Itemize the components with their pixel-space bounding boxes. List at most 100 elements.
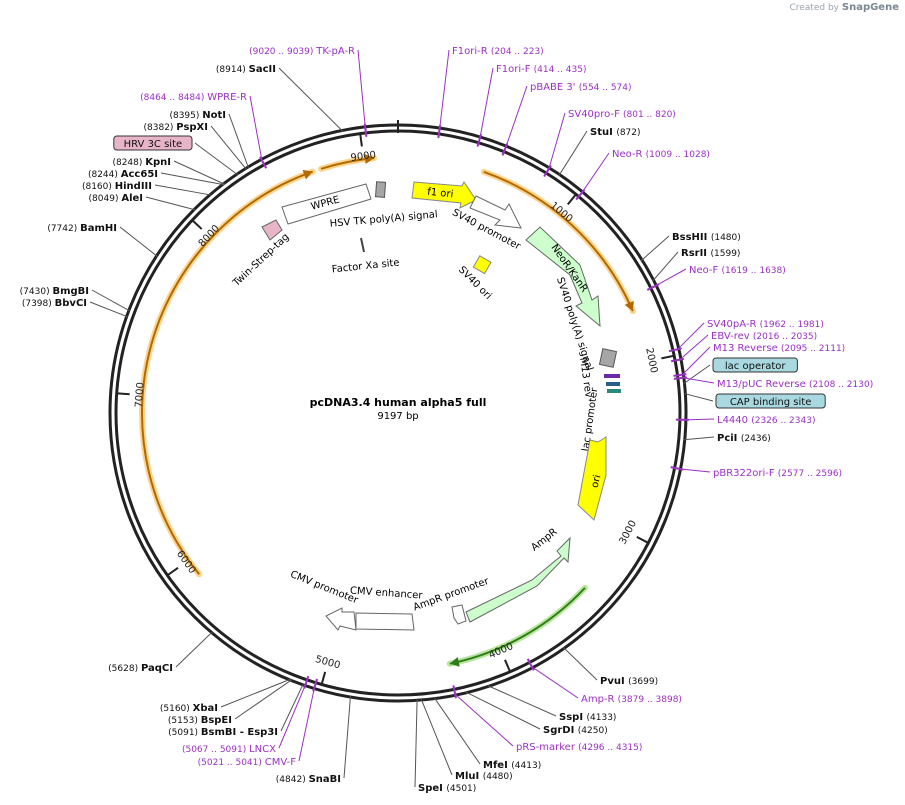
arc-ampr-outer [449, 587, 586, 665]
ruler-tick-4000 [504, 659, 511, 672]
leader-bsshii [640, 235, 670, 261]
label-name-m13-reverse: M13 Reverse [713, 343, 781, 354]
box-cap-binding-site [715, 393, 826, 409]
label-cmv-f: (5021 .. 5041) CMV-F [198, 757, 297, 768]
label-sacii: (8914) SacII [216, 64, 276, 75]
label-name-pvui: PvuI [600, 676, 628, 687]
leader-pvui [563, 647, 598, 681]
label-name-sspi: SspI [559, 712, 587, 723]
label-name-lncx: LNCX [249, 744, 276, 755]
leader-pbabe-3 [505, 85, 528, 148]
leader-ebv-rev [679, 334, 709, 360]
label-range-f1ori-f: (414 .. 435) [534, 65, 587, 75]
leader-lac-operator [683, 364, 711, 385]
label-rsrii: RsrII (1599) [681, 248, 740, 259]
f1-ori-feature[interactable] [411, 181, 477, 209]
primer-tick-lncx [303, 675, 310, 689]
ruler-label-4000: 4000 [487, 641, 515, 661]
label-prs-marker: pRS-marker (4296 .. 4315) [516, 742, 642, 753]
label-range-xbai: (5160) [160, 704, 193, 714]
cmv-enhancer-feature[interactable] [355, 612, 415, 631]
label-range-pcii: (2436) [741, 434, 771, 444]
primer-tick-m13-puc-reverse [673, 376, 687, 380]
label-range-bsmbi-esp3i: (5091) [168, 728, 201, 738]
primer-tick-wpre-r [259, 156, 268, 169]
label-neo-r: Neo-R (1009 .. 1028) [612, 149, 710, 160]
box-hrv-3c-site [113, 135, 193, 151]
ruler-label-6000: 6000 [174, 549, 198, 576]
ampr-feature[interactable] [465, 536, 571, 623]
label-range-bspei: (5153) [168, 716, 201, 726]
label-range-hindiii: (8160) [82, 182, 115, 192]
label-range-mlui: (4480) [483, 772, 513, 782]
label-range-ebv-rev: (2016 .. 2035) [753, 332, 817, 342]
label-name-l4440: L4440 [717, 415, 751, 426]
label-range-wpre-r: (8464 .. 8484) [140, 93, 207, 103]
snapgene-watermark: Created by SnapGene [789, 2, 899, 13]
label-sv40pa-r: SV40pA-R (1962 .. 1981) [707, 319, 824, 330]
label-name-snabi: SnaBI [309, 774, 341, 785]
primer-tick-f1ori-f [476, 133, 483, 147]
arc-ampr-outer-halo [446, 584, 588, 667]
primer-tick-pbabe-3 [501, 142, 509, 156]
label-paqci: (5628) PaqCI [108, 663, 173, 674]
label-range-f1ori-r: (204 .. 223) [491, 47, 544, 57]
leader-rsrii [652, 251, 679, 282]
leader-alei [145, 196, 196, 211]
leader-sv40pa-r [677, 322, 705, 350]
primer-tick-f1ori-r [437, 124, 442, 139]
hsv-tk-polya-label: HSV TK poly(A) signal [329, 209, 438, 229]
ruler-label-2000: 2000 [643, 347, 659, 374]
plasmid-size: 9197 bp [377, 411, 418, 422]
ruler-tick-8000 [192, 220, 203, 230]
ori-feature[interactable] [577, 436, 607, 521]
primer-tick-m13-reverse [673, 373, 687, 377]
label-range-neo-f: (1619 .. 1638) [721, 266, 785, 276]
ruler-tick-2000 [661, 354, 674, 360]
ampr-label: AmpR [529, 526, 559, 553]
leader-bspei [234, 679, 293, 720]
label-range-tk-pa-r: (9020 .. 9039) [249, 47, 316, 57]
leader-sgrdi [465, 691, 541, 730]
label-amp-r: Amp-R (3879 .. 3898) [581, 694, 682, 705]
cmv-promoter-feature[interactable] [325, 607, 357, 631]
label-tk-pa-r: (9020 .. 9039) TK-pA-R [249, 46, 355, 57]
primer-tick-tk-pa-r [363, 123, 368, 137]
neor-kanr-label: NeoR/KanR [549, 243, 590, 295]
sv40-promoter-feature[interactable] [469, 195, 522, 229]
label-pbabe-3: pBABE 3' (554 .. 574) [530, 82, 632, 93]
label-name-neo-r: Neo-R [612, 149, 646, 160]
sv40-ori-label: SV40 ori [456, 264, 494, 302]
label-name-bsmbi-esp3i: BsmBI - Esp3I [201, 727, 278, 738]
label-mfei: MfeI (4413) [483, 760, 541, 771]
leader-tk-pa-r [357, 49, 366, 128]
leader-neo-r [581, 152, 610, 193]
label-range-m13-puc-reverse: (2108 .. 2130) [809, 380, 873, 390]
ruler-label-1000: 1000 [548, 200, 575, 225]
leader-sspi [487, 685, 557, 717]
leader-prs-marker [454, 693, 514, 747]
ori-label: ori [590, 474, 604, 489]
ampr-promoter-feature[interactable] [451, 604, 467, 625]
label-sgrdi: SgrDI (4250) [543, 725, 608, 736]
sv40-ori-feature[interactable] [472, 255, 492, 275]
lac-marker-3 [607, 389, 621, 393]
wpre-feature[interactable] [281, 183, 372, 225]
neor-kanr-feature[interactable] [525, 226, 601, 328]
label-acc65i: (8244) Acc65I [88, 169, 158, 180]
label-bsmbi-esp3i: (5091) BsmBI - Esp3I [168, 727, 278, 738]
label-name-bmgbi: BmgBI [52, 286, 89, 297]
leader-lncx [278, 684, 306, 749]
hsv-tk-polya-feature[interactable] [374, 181, 387, 198]
label-name-spei: SpeI [418, 783, 446, 794]
label-range-kpni: (8248) [112, 158, 145, 168]
ruler-label-3000: 3000 [618, 519, 639, 547]
ruler-tick-7000 [117, 392, 130, 396]
primer-tick-amp-r [526, 658, 535, 671]
twin-strep-tag-label: Twin-Strep-tag [230, 232, 291, 290]
label-range-pspxi: (8382) [144, 123, 177, 133]
label-name-kpni: KpnI [145, 157, 171, 168]
label-range-sspi: (4133) [587, 713, 617, 723]
label-pspxi: (8382) PspXI [144, 122, 209, 133]
twin-strep-tag-feature[interactable] [261, 219, 283, 241]
